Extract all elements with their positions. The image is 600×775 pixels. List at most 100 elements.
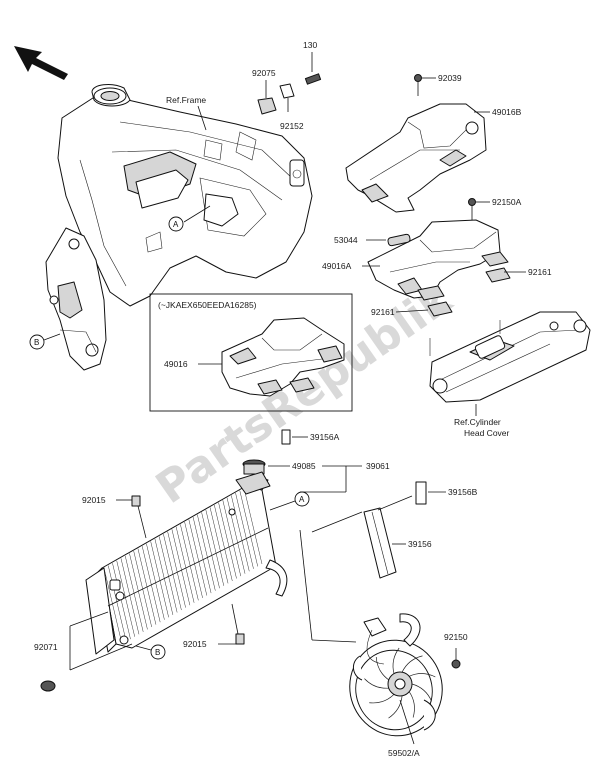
part-39156-label: 39156 bbox=[408, 539, 432, 549]
radiator-fin bbox=[180, 524, 199, 601]
radiator-fin bbox=[116, 560, 135, 637]
part-92150-label: 92150 bbox=[444, 632, 468, 642]
svg-text:A: A bbox=[173, 220, 179, 229]
part-53044-label: 53044 bbox=[334, 235, 358, 245]
callout-a-radiator: A bbox=[269, 491, 310, 511]
radiator-fin bbox=[103, 567, 123, 645]
heat-guard-49016b bbox=[345, 103, 487, 213]
cap-49085 bbox=[242, 459, 290, 475]
radiator-fin bbox=[171, 529, 191, 606]
part-49085-label: 49085 bbox=[292, 461, 316, 471]
part-92071-label: 92071 bbox=[34, 642, 58, 652]
radiator-fin bbox=[197, 514, 216, 591]
damper-39156b bbox=[415, 481, 446, 505]
part-49016b-label: 49016B bbox=[492, 107, 522, 117]
radiator-fin bbox=[214, 504, 233, 582]
radiator-fin bbox=[235, 492, 254, 569]
svg-text:A: A bbox=[299, 495, 305, 504]
part-130-label: 130 bbox=[303, 40, 317, 50]
radiator-fin bbox=[231, 495, 250, 572]
svg-text:B: B bbox=[34, 338, 39, 347]
fan-blade bbox=[409, 673, 436, 678]
radiator-fin bbox=[124, 555, 144, 632]
fan-blade bbox=[392, 647, 400, 674]
callout-b-radiator: B bbox=[135, 644, 166, 660]
svg-text:B: B bbox=[155, 648, 160, 657]
fan-blade bbox=[388, 695, 403, 719]
radiator-fin bbox=[209, 507, 229, 584]
radiator-fin bbox=[107, 565, 127, 642]
part-39156a-label: 39156A bbox=[310, 432, 340, 442]
fan-blade bbox=[401, 655, 423, 673]
screw-92150a bbox=[468, 198, 490, 222]
callout-a-frame: A bbox=[168, 205, 211, 232]
part-49016a-label: 49016A bbox=[322, 261, 352, 271]
ref-cylinder-head-cover-line2: Head Cover bbox=[464, 428, 510, 438]
part-92152-label: 92152 bbox=[280, 121, 304, 131]
variant-box-label: (~JKAEX650EEDA16285) bbox=[158, 300, 257, 310]
ref-cylinder-head-cover-line1: Ref.Cylinder bbox=[454, 417, 501, 427]
radiator-fin bbox=[163, 534, 182, 611]
damper-39156a bbox=[281, 429, 308, 445]
fan-blade bbox=[364, 678, 389, 689]
part-92161-right-label: 92161 bbox=[528, 267, 552, 277]
part-92015-upper-label: 92015 bbox=[82, 495, 106, 505]
radiator-fin bbox=[167, 531, 186, 608]
part-39156b-label: 39156B bbox=[448, 487, 478, 497]
part-92039-label: 92039 bbox=[438, 73, 462, 83]
radiator-fin bbox=[154, 538, 174, 615]
callout-b-frame: B bbox=[29, 333, 61, 350]
radiator-fin bbox=[188, 519, 208, 596]
cooling-fan bbox=[349, 613, 443, 737]
ref-frame-label: Ref.Frame bbox=[166, 95, 206, 105]
radiator-fin bbox=[192, 517, 212, 594]
pad-92161-right bbox=[485, 267, 526, 283]
bolt-130 bbox=[304, 52, 322, 85]
cylinder-head-cover bbox=[429, 311, 591, 403]
part-39061-label: 39061 bbox=[366, 461, 390, 471]
radiator bbox=[85, 471, 288, 655]
frame-drawing bbox=[45, 84, 313, 371]
radiator-fin bbox=[141, 546, 161, 623]
radiator-fin bbox=[184, 521, 203, 598]
radiator-fin bbox=[239, 490, 259, 567]
radiator-fin bbox=[146, 543, 165, 620]
heat-guard-49016a bbox=[367, 219, 509, 299]
fan-blade bbox=[408, 691, 415, 718]
collar-92152 bbox=[279, 83, 295, 112]
grommet-92071 bbox=[40, 611, 133, 692]
grommet-92015-upper bbox=[116, 495, 147, 539]
pad-92161-left bbox=[395, 285, 453, 317]
grommet-92075 bbox=[257, 80, 277, 115]
heat-guard-49016 bbox=[221, 317, 345, 397]
fan-blade bbox=[375, 656, 389, 681]
radiator-fin bbox=[222, 500, 242, 577]
radiator-fin bbox=[150, 541, 169, 618]
variant-box bbox=[149, 293, 353, 412]
fan-blade bbox=[411, 683, 432, 702]
screw-92150 bbox=[451, 648, 461, 669]
part-92161-left-label: 92161 bbox=[371, 307, 395, 317]
fan-blade bbox=[369, 694, 395, 704]
part-49016-label: 49016 bbox=[164, 359, 188, 369]
radiator-fin bbox=[175, 526, 195, 603]
part-92015-lower-label: 92015 bbox=[183, 639, 207, 649]
radiator-fin bbox=[218, 502, 237, 579]
part-92075-label: 92075 bbox=[252, 68, 276, 78]
damper-39156 bbox=[363, 507, 406, 579]
damper-53044 bbox=[366, 233, 411, 247]
radiator-fin bbox=[243, 487, 263, 565]
part-59502a-label: 59502/A bbox=[388, 748, 420, 758]
radiator-fin bbox=[158, 536, 178, 613]
grommet-92015-lower bbox=[218, 603, 245, 645]
screw-92039 bbox=[414, 74, 436, 96]
radiator-fin bbox=[205, 509, 225, 586]
front-direction-arrow-icon bbox=[14, 46, 68, 80]
radiator-fin bbox=[112, 563, 131, 640]
part-92150a-label: 92150A bbox=[492, 197, 522, 207]
radiator-fin bbox=[120, 558, 140, 635]
radiator-fin bbox=[201, 512, 220, 589]
radiator-core-line bbox=[107, 527, 269, 607]
